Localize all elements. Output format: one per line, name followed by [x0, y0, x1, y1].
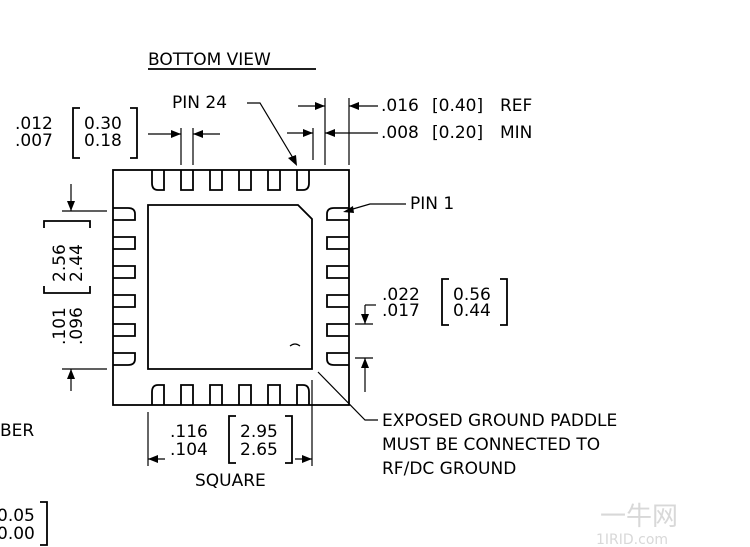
min-mm: [0.20] [432, 123, 483, 143]
ref-in: .016 [381, 96, 419, 116]
cropped-bracket [40, 501, 48, 546]
lead-length-min-in: .017 [382, 301, 420, 321]
pin-1-label: PIN 1 [410, 194, 454, 214]
paddle-tilde [289, 343, 301, 347]
paddle-h-max-in: .116 [170, 422, 208, 442]
package-outline [112, 169, 350, 406]
lead-width-min-mm: 0.18 [84, 131, 122, 151]
ref-mm: [0.40] [432, 96, 483, 116]
lead-length-max-mm: 0.56 [453, 285, 491, 305]
paddle-note-leader [317, 371, 378, 421]
paddle-note-line-3: RF/DC GROUND [382, 459, 516, 479]
watermark-url: 1IRID.com [596, 532, 668, 547]
lead-length-dimension [355, 278, 508, 392]
paddle-v-min-mm: 2.44 [67, 244, 87, 282]
paddle-h-min-mm: 2.65 [240, 440, 278, 460]
paddle-vertical-dimension [43, 184, 107, 391]
min-in: .008 [381, 123, 419, 143]
paddle-horizontal-dimension [147, 380, 313, 466]
lead-width-max-in: .012 [15, 114, 53, 134]
right-pins [326, 207, 349, 366]
cropped-bottom-value-2: 0.00 [0, 524, 35, 544]
paddle-note-line-2: MUST BE CONNECTED TO [382, 435, 600, 455]
pin-24-label: PIN 24 [172, 93, 227, 113]
paddle-h-min-in: .104 [170, 440, 208, 460]
lead-width-max-mm: 0.30 [84, 114, 122, 134]
min-word: MIN [500, 123, 532, 143]
lead-width-min-in: .007 [15, 131, 53, 151]
top-pins [151, 170, 310, 191]
pin-1-leader [345, 203, 406, 212]
ref-word: REF [500, 96, 532, 116]
paddle-v-max-in: .101 [50, 307, 70, 345]
ref-min-dimension [287, 98, 378, 165]
lead-length-min-mm: 0.44 [453, 301, 491, 321]
paddle-note-line-1: EXPOSED GROUND PADDLE [382, 411, 617, 431]
lead-width-dimension [72, 107, 220, 165]
lead-length-max-in: .022 [382, 285, 420, 305]
pin-24-leader [247, 102, 297, 164]
bottom-pins [151, 384, 310, 405]
paddle-v-max-mm: 2.56 [50, 244, 70, 282]
cropped-bottom-value-1: 0.05 [0, 506, 35, 526]
paddle-h-max-mm: 2.95 [240, 422, 278, 442]
paddle-v-min-in: .096 [67, 307, 87, 345]
square-label: SQUARE [195, 471, 266, 491]
watermark-logo: 一牛网 [600, 502, 678, 532]
exposed-paddle [147, 204, 313, 370]
title: BOTTOM VIEW [148, 50, 271, 70]
left-pins [113, 207, 136, 366]
cropped-left-text: BER [0, 421, 34, 441]
